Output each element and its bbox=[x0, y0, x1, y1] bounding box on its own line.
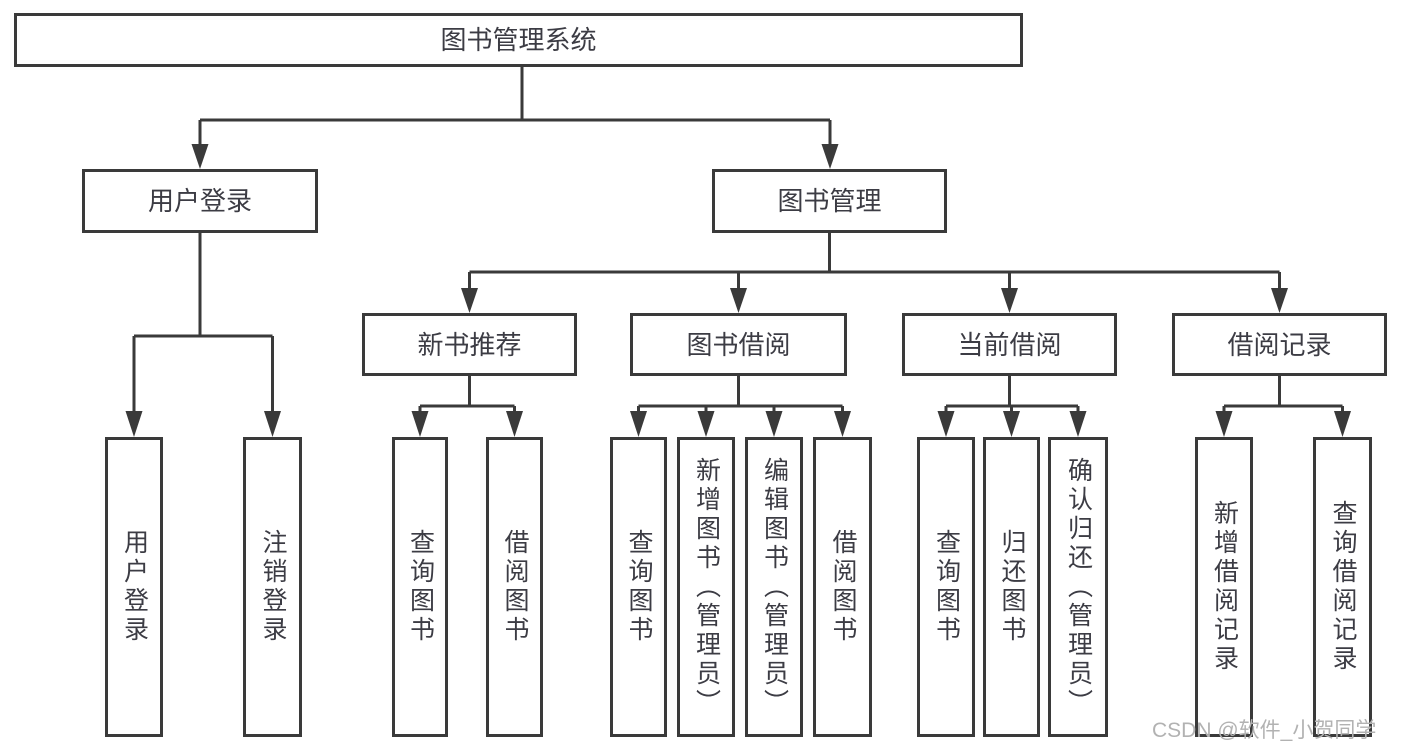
leaf-borrow-books-recommend: 借阅图书 bbox=[486, 437, 543, 737]
node-user-login: 用户登录 bbox=[82, 169, 318, 233]
leaf-confirm-return-admin: 确认归还（管理员） bbox=[1048, 437, 1108, 737]
node-library-management-system: 图书管理系统 bbox=[14, 13, 1023, 67]
csdn-watermark: CSDN @软件_小贺同学 bbox=[1152, 719, 1377, 742]
leaf-add-borrow-record: 新增借阅记录 bbox=[1195, 437, 1253, 737]
leaf-logout: 注销登录 bbox=[243, 437, 302, 737]
leaf-user-login: 用户登录 bbox=[105, 437, 163, 737]
node-borrowing-records: 借阅记录 bbox=[1172, 313, 1387, 376]
leaf-query-books-borrow: 查询图书 bbox=[610, 437, 667, 737]
node-current-borrowing: 当前借阅 bbox=[902, 313, 1117, 376]
leaf-borrow-books: 借阅图书 bbox=[813, 437, 872, 737]
node-book-borrowing: 图书借阅 bbox=[630, 313, 847, 376]
node-new-book-recommendation: 新书推荐 bbox=[362, 313, 577, 376]
leaf-add-books-admin: 新增图书（管理员） bbox=[677, 437, 735, 737]
leaf-query-books-recommend: 查询图书 bbox=[392, 437, 448, 737]
leaf-edit-books-admin: 编辑图书（管理员） bbox=[745, 437, 803, 737]
leaf-query-borrow-record: 查询借阅记录 bbox=[1313, 437, 1372, 737]
node-book-management: 图书管理 bbox=[712, 169, 947, 233]
leaf-return-books: 归还图书 bbox=[983, 437, 1040, 737]
leaf-query-books-current: 查询图书 bbox=[917, 437, 975, 737]
